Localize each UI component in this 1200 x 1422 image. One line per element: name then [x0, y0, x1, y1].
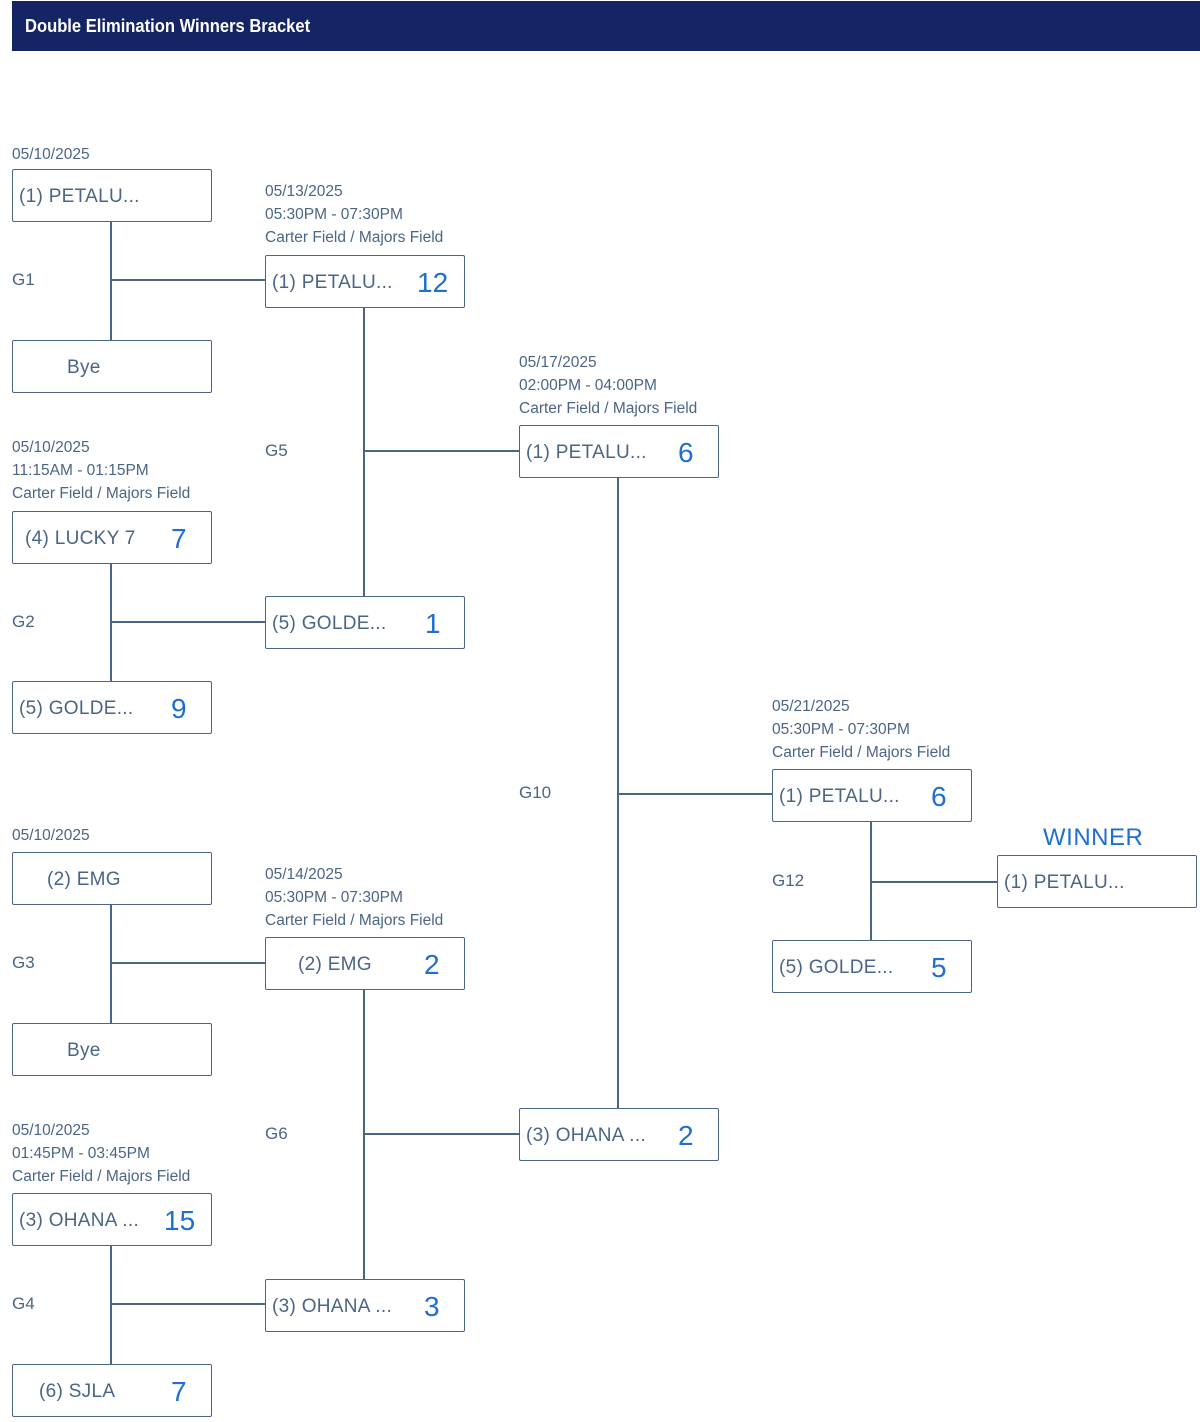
- game-label-g1: G1: [12, 270, 35, 289]
- game-date: 05/13/2025: [265, 183, 343, 200]
- game-location: Carter Field / Majors Field: [519, 400, 698, 417]
- team-score: 6: [678, 437, 694, 468]
- game-info-g6: 05/14/2025 05:30PM - 07:30PM Carter Fiel…: [265, 863, 443, 932]
- team-name: (1) PETALU...: [19, 186, 140, 207]
- game-info-g10: 05/17/2025 02:00PM - 04:00PM Carter Fiel…: [519, 351, 697, 420]
- team-score: 7: [171, 1376, 187, 1407]
- team-slot[interactable]: (1) PETALU... 12: [265, 255, 465, 308]
- game-label-g10: G10: [519, 783, 552, 802]
- connector: [110, 1303, 265, 1305]
- game-location: Carter Field / Majors Field: [12, 1168, 191, 1185]
- connector: [110, 621, 265, 623]
- game-date: 05/14/2025: [265, 866, 343, 883]
- game-time: 11:15AM - 01:15PM: [12, 462, 149, 479]
- team-score: 2: [678, 1120, 694, 1151]
- team-name: Bye: [67, 357, 101, 378]
- game-date: 05/21/2025: [772, 698, 850, 715]
- champion-slot[interactable]: (1) PETALU...: [997, 855, 1197, 908]
- team-score: 15: [164, 1205, 196, 1236]
- team-slot[interactable]: (1) PETALU... 6: [772, 769, 972, 822]
- game-location: Carter Field / Majors Field: [265, 229, 444, 246]
- connector: [110, 279, 265, 281]
- team-name: (2) EMG: [47, 869, 121, 890]
- game-label-g4: G4: [12, 1294, 35, 1313]
- bracket-title: Double Elimination Winners Bracket: [25, 16, 311, 36]
- team-score: 6: [931, 781, 947, 812]
- team-name: (3) OHANA ...: [19, 1210, 140, 1231]
- team-slot[interactable]: (5) GOLDE... 5: [772, 940, 972, 993]
- game-time: 01:45PM - 03:45PM: [12, 1145, 150, 1162]
- game-time: 02:00PM - 04:00PM: [519, 377, 657, 394]
- bracket-header: Double Elimination Winners Bracket: [12, 1, 1200, 51]
- team-name: (4) LUCKY 7: [25, 528, 136, 549]
- connector: [870, 881, 997, 883]
- winner-label: WINNER: [1043, 824, 1144, 851]
- team-name: (5) GOLDE...: [779, 957, 894, 978]
- team-score: 2: [424, 949, 440, 980]
- game-date: 05/10/2025: [12, 146, 90, 163]
- team-score: 7: [171, 523, 187, 554]
- game-info-g12: 05/21/2025 05:30PM - 07:30PM Carter Fiel…: [772, 695, 950, 764]
- team-score: 12: [417, 267, 449, 298]
- team-name: (6) SJLA: [39, 1381, 116, 1402]
- game-location: Carter Field / Majors Field: [12, 485, 191, 502]
- team-slot[interactable]: (2) EMG 2: [265, 937, 465, 990]
- team-name: Bye: [67, 1040, 101, 1061]
- team-name: (5) GOLDE...: [19, 698, 134, 719]
- team-slot[interactable]: (3) OHANA ... 3: [265, 1279, 465, 1332]
- game-info-g5: 05/13/2025 05:30PM - 07:30PM Carter Fiel…: [265, 180, 443, 249]
- team-name: (1) PETALU...: [272, 272, 393, 293]
- connector: [363, 1133, 519, 1135]
- connector: [110, 962, 265, 964]
- connector: [110, 1246, 112, 1364]
- team-slot[interactable]: (6) SJLA 7: [12, 1364, 212, 1417]
- champion-name: (1) PETALU...: [1004, 872, 1125, 893]
- team-slot[interactable]: (3) OHANA ... 2: [519, 1108, 719, 1161]
- connector: [363, 450, 519, 452]
- team-name: (3) OHANA ...: [526, 1125, 647, 1146]
- game-location: Carter Field / Majors Field: [772, 744, 951, 761]
- team-slot[interactable]: (3) OHANA ... 15: [12, 1193, 212, 1246]
- game-label-g6: G6: [265, 1124, 288, 1143]
- team-slot[interactable]: (1) PETALU... 6: [519, 425, 719, 478]
- team-score: 1: [425, 608, 441, 639]
- game-label-g2: G2: [12, 612, 35, 631]
- team-score: 5: [931, 952, 947, 983]
- game-date: 05/10/2025: [12, 1122, 90, 1139]
- game-date: 05/10/2025: [12, 827, 90, 844]
- game-info-g3: 05/10/2025: [12, 824, 90, 847]
- connector: [617, 793, 772, 795]
- game-date: 05/17/2025: [519, 354, 597, 371]
- team-score: 3: [424, 1291, 440, 1322]
- team-slot[interactable]: (5) GOLDE... 9: [12, 681, 212, 734]
- game-time: 05:30PM - 07:30PM: [265, 206, 403, 223]
- team-name: (5) GOLDE...: [272, 613, 387, 634]
- team-slot[interactable]: (4) LUCKY 7 7: [12, 511, 212, 564]
- game-label-g12: G12: [772, 871, 805, 890]
- team-score: 9: [171, 693, 187, 724]
- game-info-g4: 05/10/2025 01:45PM - 03:45PM Carter Fiel…: [12, 1119, 190, 1188]
- game-label-g3: G3: [12, 953, 35, 972]
- game-info-g1: 05/10/2025: [12, 143, 90, 166]
- team-name: (2) EMG: [298, 954, 372, 975]
- connector: [110, 222, 112, 340]
- game-time: 05:30PM - 07:30PM: [772, 721, 910, 738]
- team-slot[interactable]: Bye: [12, 340, 212, 393]
- game-info-g2: 05/10/2025 11:15AM - 01:15PM Carter Fiel…: [12, 436, 190, 505]
- team-slot[interactable]: (1) PETALU...: [12, 169, 212, 222]
- team-slot[interactable]: (2) EMG: [12, 852, 212, 905]
- team-slot[interactable]: (5) GOLDE... 1: [265, 596, 465, 649]
- team-name: (3) OHANA ...: [272, 1296, 393, 1317]
- team-name: (1) PETALU...: [526, 442, 647, 463]
- game-label-g5: G5: [265, 441, 288, 460]
- game-date: 05/10/2025: [12, 439, 90, 456]
- game-location: Carter Field / Majors Field: [265, 912, 444, 929]
- team-name: (1) PETALU...: [779, 786, 900, 807]
- game-time: 05:30PM - 07:30PM: [265, 889, 403, 906]
- team-slot[interactable]: Bye: [12, 1023, 212, 1076]
